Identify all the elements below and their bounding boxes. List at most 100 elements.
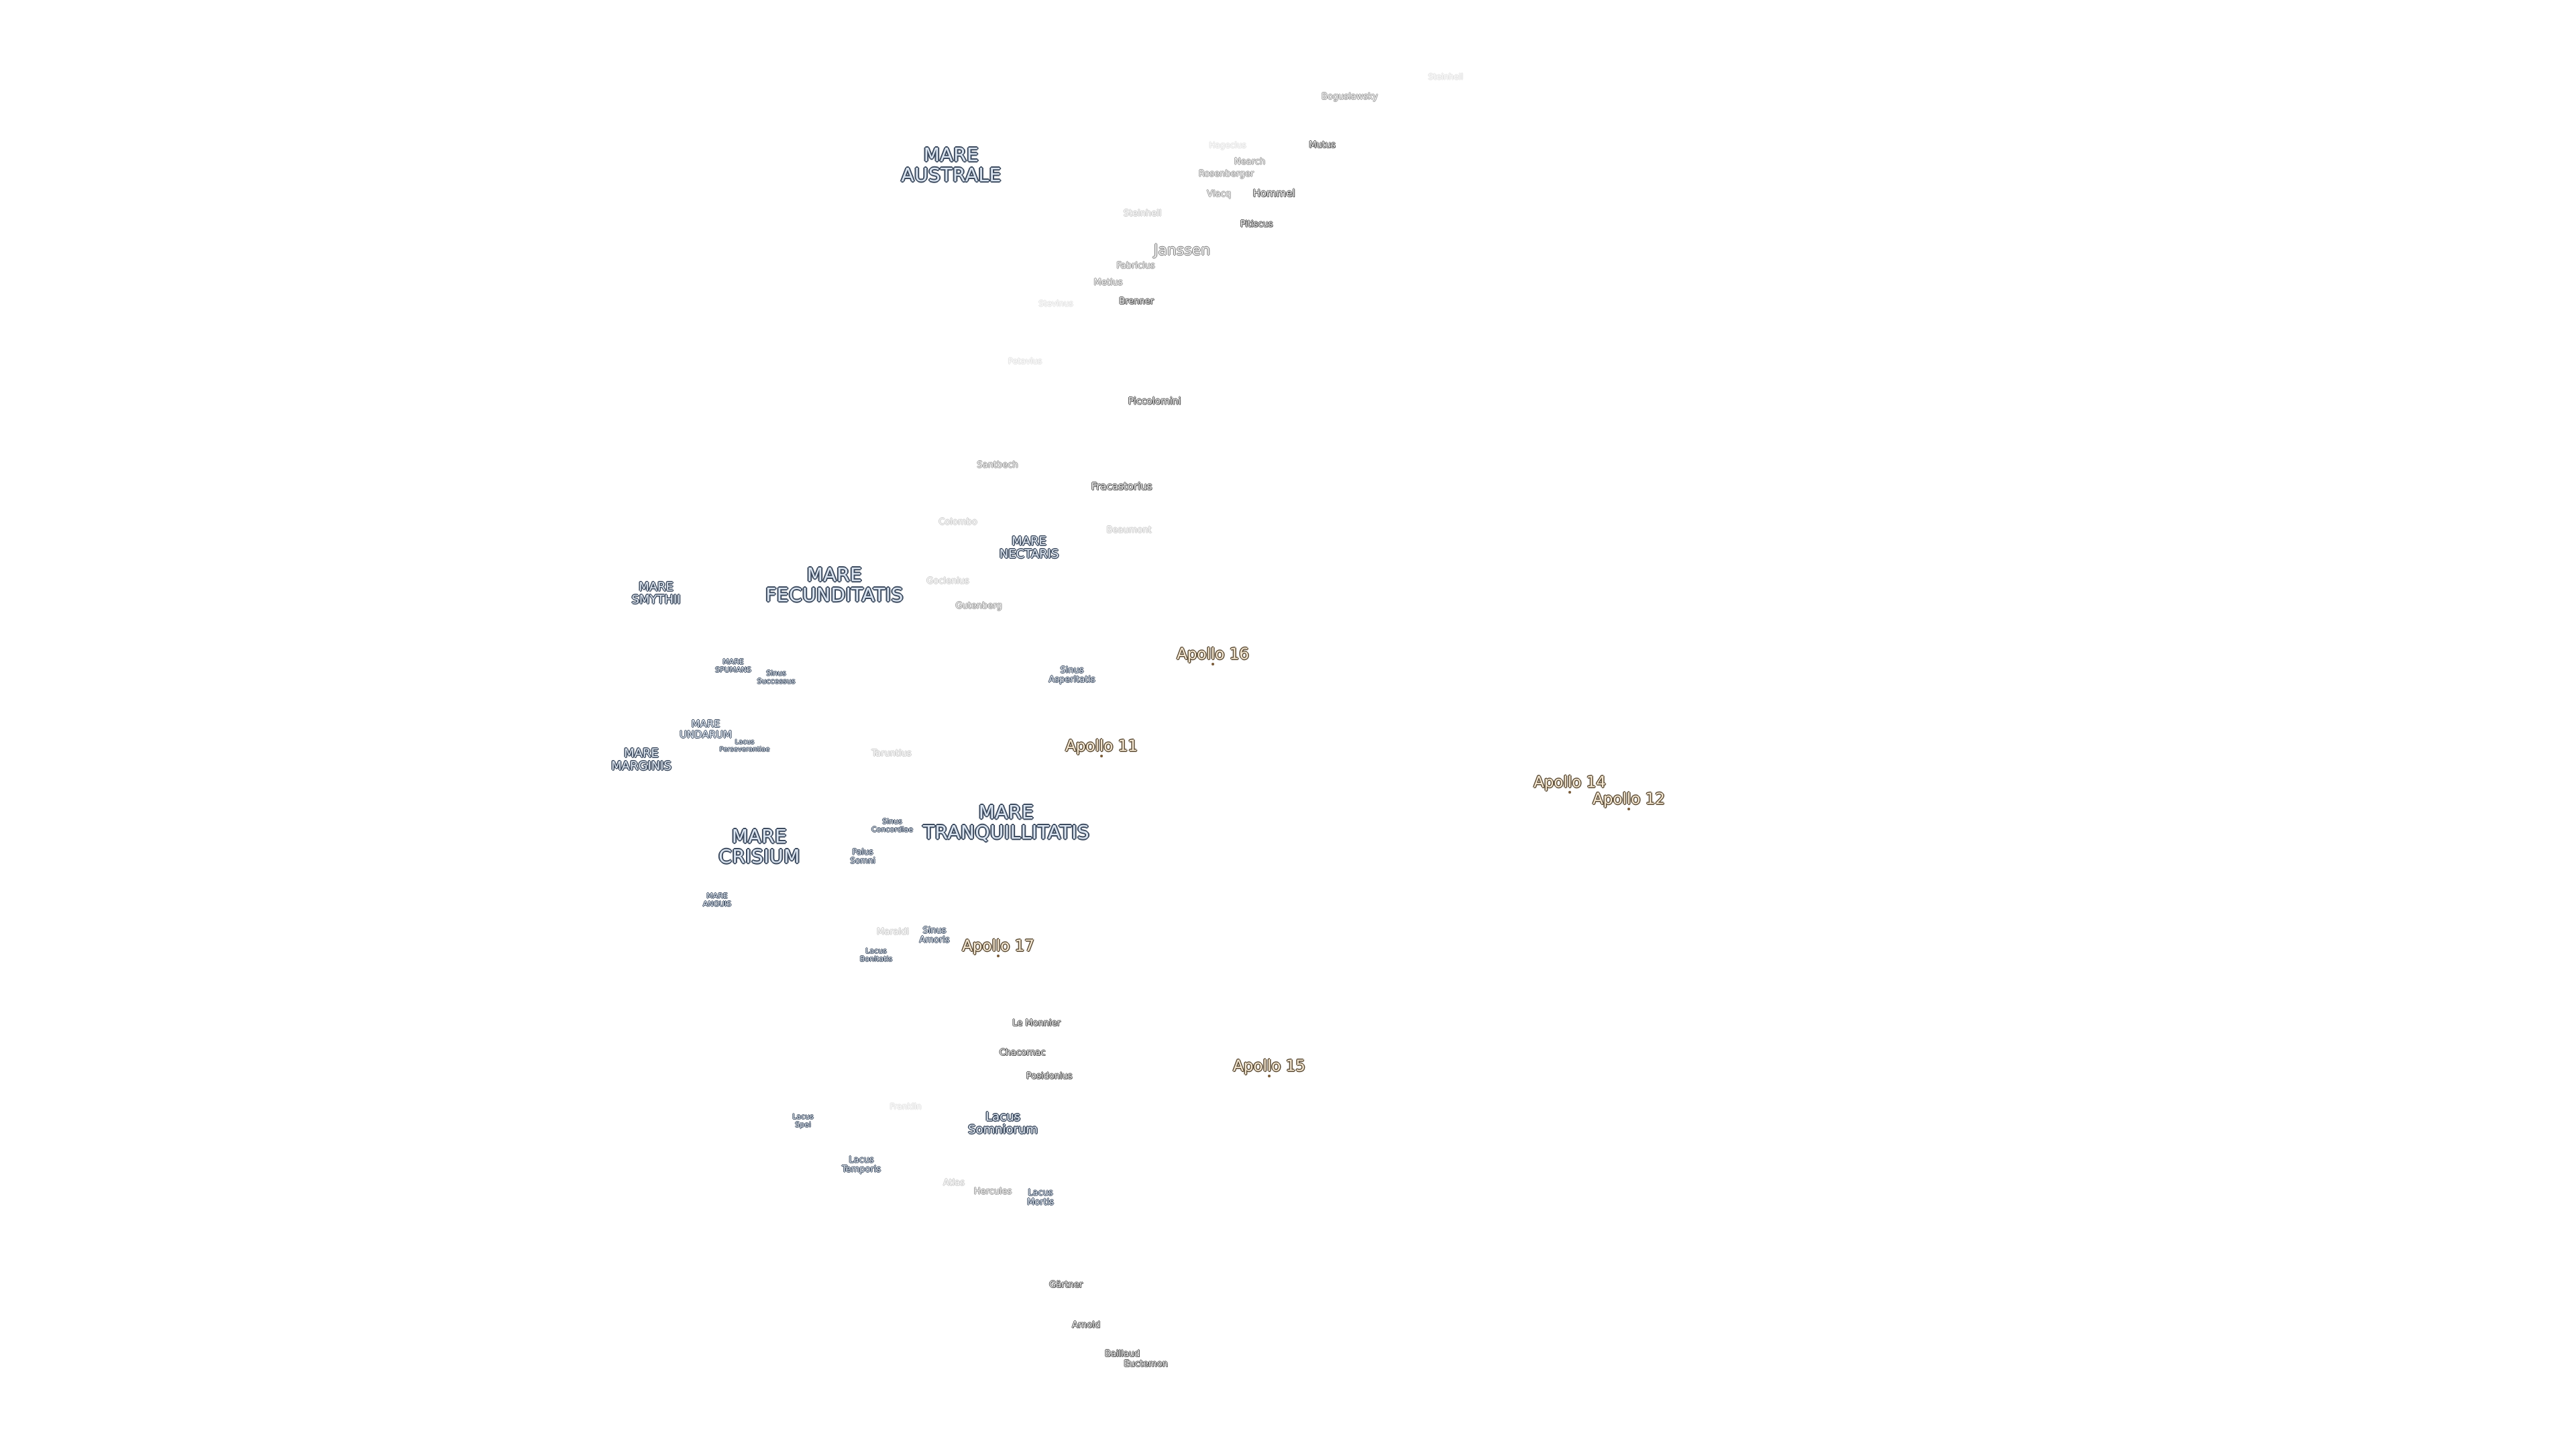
- apollo-15-marker[interactable]: [1268, 1075, 1271, 1077]
- lacus-perseverantiae-line2: Perseverantiae: [719, 746, 770, 753]
- crater-rosenberger-label[interactable]: Rosenberger: [1198, 168, 1254, 179]
- crater-boguslawsky-label[interactable]: Boguslawsky: [1322, 91, 1378, 102]
- crater-le-monnier-label[interactable]: Le Monnier: [1012, 1018, 1061, 1028]
- sinus-asperitatis-line1: Sinus: [1060, 665, 1084, 676]
- lacus-mortis-label[interactable]: Lacus Mortis: [1027, 1187, 1054, 1208]
- mare-spumans-line1: MARE: [722, 657, 744, 667]
- crater-gutenberg-label[interactable]: Gutenberg: [955, 600, 1002, 611]
- crater-hagecius-label[interactable]: Hagecius: [1209, 140, 1246, 150]
- crater-franklin-label[interactable]: Franklin: [890, 1102, 922, 1112]
- mare-nectaris-line2: NECTARIS: [999, 547, 1059, 561]
- sinus-amoris-line2: Amoris: [919, 935, 950, 945]
- crater-posidonius-label[interactable]: Posidonius: [1026, 1071, 1073, 1081]
- crater-gartner-label[interactable]: Gärtner: [1049, 1279, 1083, 1290]
- lacus-spei-label[interactable]: Lacus Spei: [792, 1113, 814, 1129]
- apollo-16-label[interactable]: Apollo 16: [1177, 645, 1249, 663]
- lacus-somniorum-line2: Somniorum: [968, 1123, 1038, 1137]
- lacus-temporis-line1: Lacus: [849, 1155, 874, 1165]
- mare-marginis-label[interactable]: MARE MARGINIS: [611, 747, 672, 773]
- mare-spumans-label[interactable]: MARE SPUMANS: [715, 658, 751, 674]
- lacus-perseverantiae-line1: Lacus: [735, 739, 755, 747]
- palus-somni-label[interactable]: Palus Somni: [850, 848, 875, 865]
- apollo-12-label[interactable]: Apollo 12: [1593, 790, 1665, 808]
- mare-smythii-label[interactable]: MARE SMYTHII: [631, 580, 681, 607]
- lacus-temporis-label[interactable]: Lacus Temporis: [842, 1155, 881, 1175]
- sinus-successus-label[interactable]: Sinus Successus: [757, 669, 796, 686]
- crater-vlacq-label[interactable]: Vlacq: [1207, 189, 1231, 199]
- apollo-15-label[interactable]: Apollo 15: [1233, 1057, 1305, 1075]
- lacus-mortis-line1: Lacus: [1028, 1187, 1053, 1198]
- crater-piccolomini-label[interactable]: Piccolomini: [1128, 396, 1181, 407]
- mare-marginis-line2: MARGINIS: [611, 759, 672, 773]
- lacus-spei-line2: Spei: [795, 1120, 811, 1129]
- apollo-11-label[interactable]: Apollo 11: [1065, 737, 1138, 755]
- apollo-16-marker[interactable]: [1212, 663, 1214, 665]
- crater-baillaud-label[interactable]: Baillaud: [1104, 1348, 1140, 1359]
- lacus-perseverantiae-label[interactable]: Lacus Perseverantiae: [720, 739, 770, 754]
- mare-tranquillitatis-line1: MARE: [978, 800, 1034, 823]
- mare-undarum-line2: UNDARUM: [679, 729, 733, 741]
- apollo-11-marker[interactable]: [1100, 755, 1103, 757]
- mare-anguis-label[interactable]: MARE ANGUIS: [703, 892, 732, 908]
- apollo-17-label[interactable]: Apollo 17: [962, 937, 1034, 955]
- crater-fracastorius-label[interactable]: Fracastorius: [1091, 480, 1152, 492]
- mare-undarum-line1: MARE: [691, 717, 720, 730]
- mare-australe-line1: MARE: [923, 143, 979, 166]
- crater-petavius-label[interactable]: Petavius: [1008, 356, 1042, 366]
- apollo-14-label[interactable]: Apollo 14: [1534, 773, 1606, 792]
- apollo-14-marker[interactable]: [1568, 791, 1571, 794]
- crater-santbech-label[interactable]: Santbech: [977, 460, 1018, 470]
- crater-maraldi-label[interactable]: Maraldi: [877, 926, 909, 937]
- mare-fecunditatis-label[interactable]: MARE FECUNDITATIS: [765, 563, 904, 605]
- sinus-concordiae-line1: Sinus: [882, 817, 902, 826]
- mare-tranquillitatis-label[interactable]: MARE TRANQUILLITATIS: [923, 802, 1089, 843]
- mare-anguis-line1: MARE: [706, 892, 728, 901]
- crater-taruntius-label[interactable]: Taruntius: [871, 748, 912, 759]
- mare-smythii-line2: SMYTHII: [631, 593, 681, 607]
- crater-brenner-label[interactable]: Brenner: [1119, 296, 1154, 307]
- apollo-17-marker[interactable]: [997, 955, 1000, 957]
- apollo-12-marker[interactable]: [1627, 808, 1630, 810]
- crater-hercules-label[interactable]: Hercules: [973, 1186, 1012, 1197]
- crater-chacornac-label[interactable]: Chacornac: [999, 1047, 1046, 1058]
- mare-spumans-line2: SPUMANS: [715, 665, 751, 674]
- crater-goclenius-label[interactable]: Goclenius: [926, 576, 969, 586]
- mare-nectaris-label[interactable]: MARE NECTARIS: [1000, 535, 1059, 561]
- mare-undarum-label[interactable]: MARE UNDARUM: [679, 717, 733, 741]
- mare-crisium-line2: CRISIUM: [718, 845, 800, 867]
- crater-colombo-label[interactable]: Colombo: [938, 517, 977, 527]
- crater-fabricius-label[interactable]: Fabricius: [1116, 260, 1155, 271]
- crater-pitiscus-label[interactable]: Pitiscus: [1240, 219, 1273, 229]
- sinus-amoris-label[interactable]: Sinus Amoris: [919, 926, 949, 945]
- mare-marginis-line1: MARE: [624, 746, 659, 761]
- sinus-amoris-line1: Sinus: [922, 925, 947, 936]
- crater-metius-label[interactable]: Metius: [1093, 277, 1123, 288]
- lacus-bonitatis-label[interactable]: Lacus Bonitatis: [860, 947, 892, 963]
- crater-beaumont-label[interactable]: Beaumont: [1106, 525, 1152, 535]
- sinus-concordiae-line2: Concordiae: [871, 825, 914, 834]
- crater-janssen-label[interactable]: Janssen: [1153, 242, 1211, 260]
- crater-mutus-label[interactable]: Mutus: [1309, 140, 1336, 150]
- crater-atlas-label[interactable]: Atlas: [943, 1177, 965, 1188]
- mare-tranquillitatis-line2: TRANQUILLITATIS: [922, 821, 1090, 843]
- lacus-mortis-line2: Mortis: [1027, 1197, 1054, 1208]
- crater-hommel-label[interactable]: Hommel: [1252, 186, 1295, 199]
- sinus-concordiae-label[interactable]: Sinus Concordiae: [871, 818, 913, 834]
- crater-steinheil-top-label[interactable]: Steinheil: [1428, 72, 1464, 82]
- palus-somni-line1: Palus: [852, 847, 873, 857]
- lacus-bonitatis-line2: Bonitatis: [859, 955, 893, 963]
- sinus-asperitatis-label[interactable]: Sinus Asperitatis: [1049, 665, 1095, 685]
- mare-fecunditatis-line1: MARE: [806, 563, 863, 586]
- mare-crisium-label[interactable]: MARE CRISIUM: [718, 826, 800, 867]
- crater-arnold-label[interactable]: Arnold: [1071, 1320, 1101, 1330]
- crater-euctemon-label[interactable]: Euctemon: [1124, 1358, 1168, 1369]
- crater-steinheil-label[interactable]: Steinheil: [1123, 208, 1162, 219]
- lacus-spei-line1: Lacus: [792, 1112, 814, 1122]
- lacus-bonitatis-line1: Lacus: [865, 947, 887, 956]
- mare-australe-label[interactable]: MARE AUSTRALE: [901, 143, 1001, 185]
- sinus-successus-line1: Sinus: [766, 669, 786, 678]
- crater-stevinus-label[interactable]: Stevinus: [1038, 299, 1073, 309]
- crater-nearch-label[interactable]: Nearch: [1234, 156, 1266, 167]
- lacus-somniorum-label[interactable]: Lacus Somniorum: [968, 1110, 1038, 1137]
